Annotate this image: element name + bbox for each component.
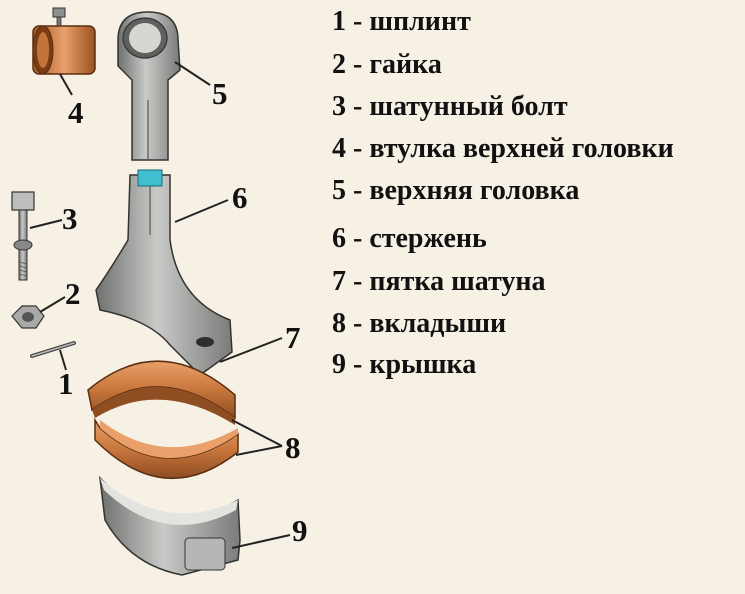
callout-2: 2 [65,276,81,311]
nut-part [11,305,45,329]
leader-1 [59,349,67,371]
callout-9: 9 [292,513,308,548]
legend-item: 3 - шатунный болт [332,91,568,122]
callout-7: 7 [285,320,301,355]
leader-6 [174,199,229,223]
callout-4: 4 [68,95,84,130]
legend-item: 4 - втулка верхней головки [332,133,674,164]
bushing-part [32,7,96,75]
callout-6: 6 [232,180,248,215]
leader-2 [39,296,66,313]
legend-item: 1 - шплинт [332,6,471,37]
bearing-shells-part [87,360,239,479]
leader-5 [174,61,211,86]
cotter-pin-part [30,341,76,358]
leader-7 [219,337,283,363]
callout-8: 8 [285,430,301,465]
leader-4 [59,73,73,96]
leader-9 [231,534,291,549]
bolt-part [11,191,35,281]
leader-8a [231,419,283,447]
callout-1: 1 [58,366,74,401]
legend-item: 2 - гайка [332,49,442,80]
legend-item: 8 - вкладыши [332,308,507,339]
cap-part [98,475,241,576]
leader-3 [29,219,63,229]
shank-part [95,169,233,376]
legend-item: 7 - пятка шатуна [332,266,546,297]
leader-8b [235,445,283,456]
legend-item: 6 - стержень [332,223,487,254]
legend-item: 5 - верхняя головка [332,175,580,206]
callout-3: 3 [62,201,78,236]
upper-head-part [117,11,181,161]
callout-5: 5 [212,76,228,111]
legend-item: 9 - крышка [332,349,477,380]
